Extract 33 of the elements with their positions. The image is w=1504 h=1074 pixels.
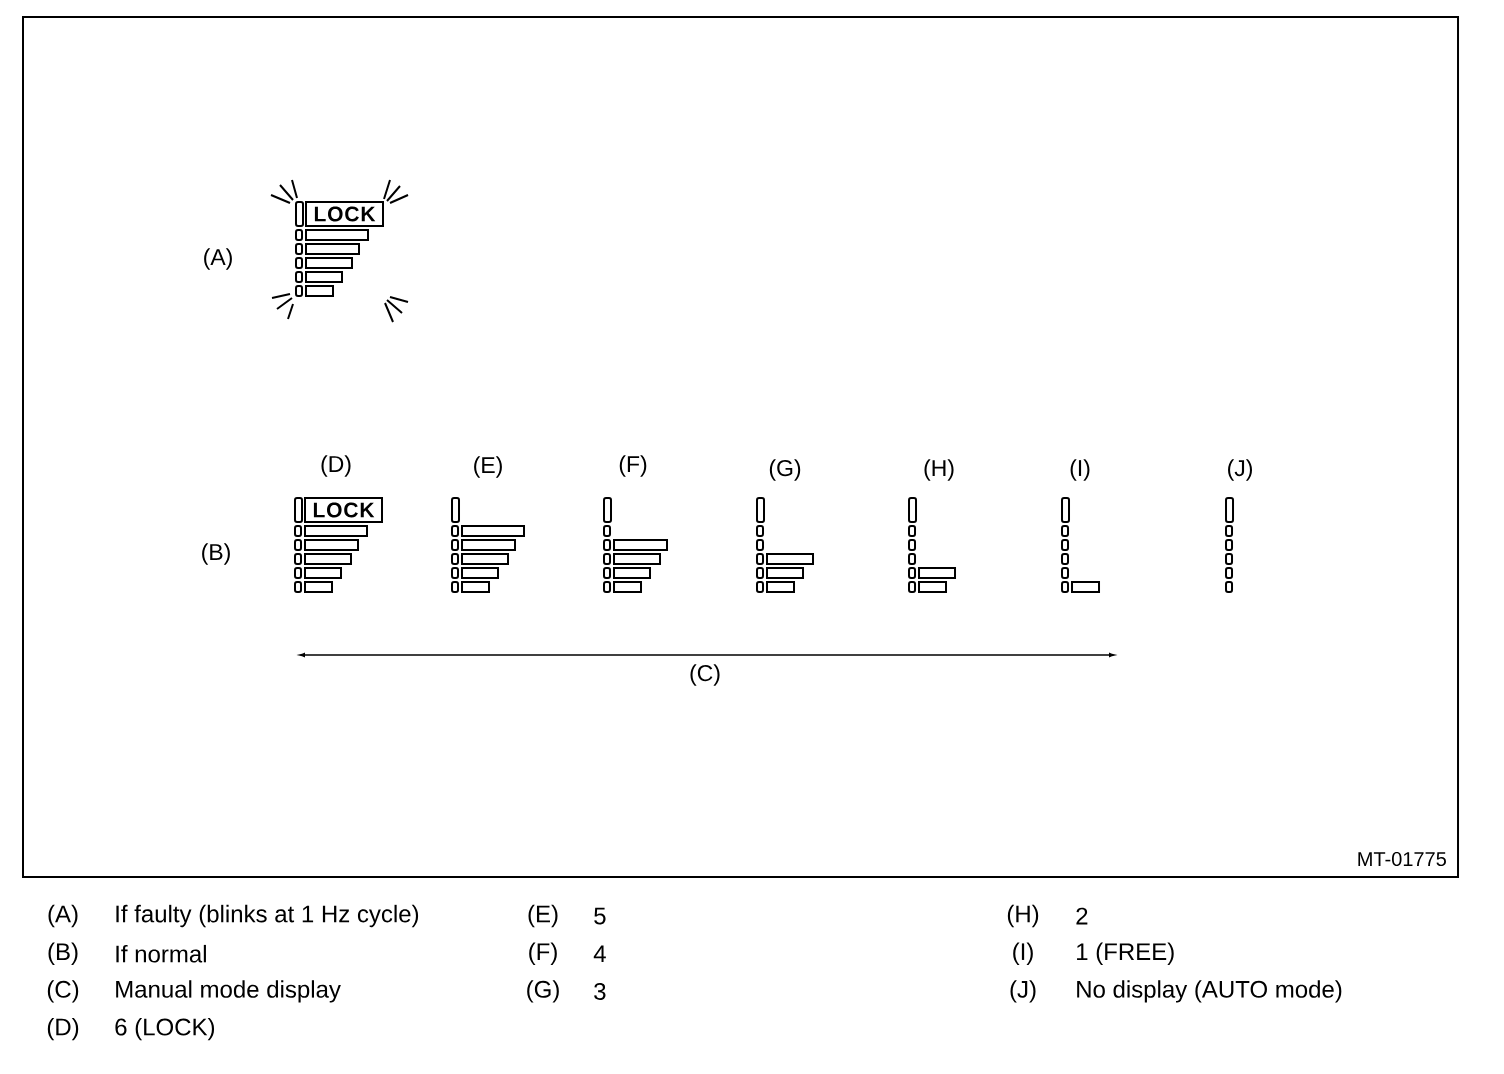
key-letter: (A): [48, 904, 78, 928]
key-letter: (E): [528, 904, 558, 928]
key-letter: (I): [1013, 942, 1033, 965]
key-text: 3: [594, 982, 606, 1000]
lock-box: LOCK: [305, 201, 384, 227]
key-text: 1 (FREE): [1077, 942, 1174, 965]
key-letter: (G): [527, 980, 559, 1003]
lock-box: LOCK: [304, 497, 383, 523]
key-text: If faulty (blinks at 1 Hz cycle): [116, 904, 419, 928]
key-letter: (J): [1010, 980, 1036, 1003]
callout-letter: (B): [202, 543, 230, 565]
key-letter: (F): [529, 942, 557, 965]
callout-letter: (C): [690, 664, 720, 686]
callout-letter: (E): [474, 456, 502, 478]
key-letter: (H): [1007, 904, 1039, 928]
callout-letter: (I): [1070, 459, 1090, 481]
callout-letter: (F): [619, 455, 647, 477]
callout-letter: (A): [204, 248, 232, 270]
figure-code: MT-01775: [1358, 851, 1446, 867]
key-letter: (C): [47, 980, 79, 1003]
callout-letter: (D): [321, 455, 351, 477]
key-text: 2: [1076, 907, 1088, 925]
key-text: 6 (LOCK): [115, 1017, 215, 1041]
key-letter: (D): [47, 1017, 79, 1041]
key-text: 4: [593, 945, 606, 962]
callout-letter: (H): [924, 459, 954, 481]
callout-letter: (J): [1228, 459, 1252, 481]
key-letter: (B): [48, 942, 78, 965]
key-text: Manual mode display: [116, 980, 341, 1003]
key-text: No display (AUTO mode): [1077, 980, 1342, 1003]
key-text: If normal: [116, 944, 206, 963]
callout-letter: (G): [769, 459, 801, 481]
key-text: 5: [594, 907, 606, 925]
